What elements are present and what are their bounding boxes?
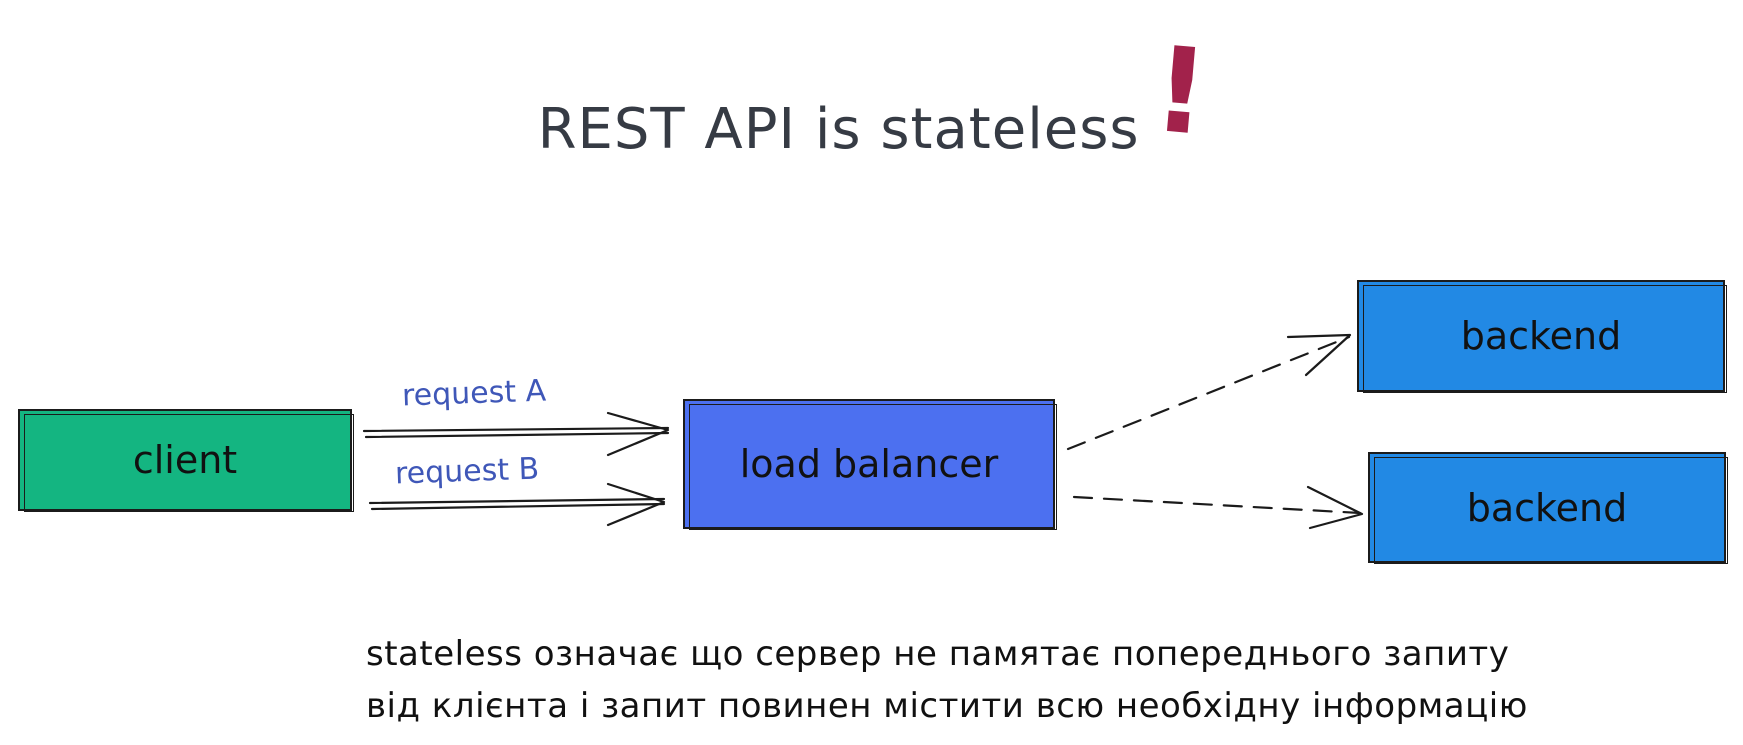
explanation-note: stateless означає що сервер не памятає п…	[366, 628, 1528, 732]
lb-to-backend-2-arrow	[1072, 485, 1364, 530]
note-line-1: stateless означає що сервер не памятає п…	[366, 634, 1510, 674]
request-b-label: request B	[394, 451, 540, 492]
request-a-label: request A	[401, 373, 547, 414]
load-balancer-label: load balancer	[739, 442, 999, 486]
backend-node-1: backend	[1357, 280, 1727, 393]
backend-node-2: backend	[1368, 452, 1728, 564]
client-node: client	[18, 409, 354, 512]
request-a-arrow	[362, 411, 670, 457]
diagram-title: REST API is stateless!	[0, 20, 1743, 182]
load-balancer-node: load balancer	[683, 399, 1057, 530]
request-b-arrow	[368, 482, 666, 527]
backend-1-label: backend	[1460, 314, 1622, 358]
title-text: REST API is stateless	[537, 97, 1140, 162]
backend-2-label: backend	[1466, 485, 1628, 530]
note-line-2: від клієнта і запит повинен містити всю …	[366, 686, 1528, 726]
client-label: client	[132, 438, 238, 482]
lb-to-backend-1-arrow	[1066, 333, 1352, 451]
